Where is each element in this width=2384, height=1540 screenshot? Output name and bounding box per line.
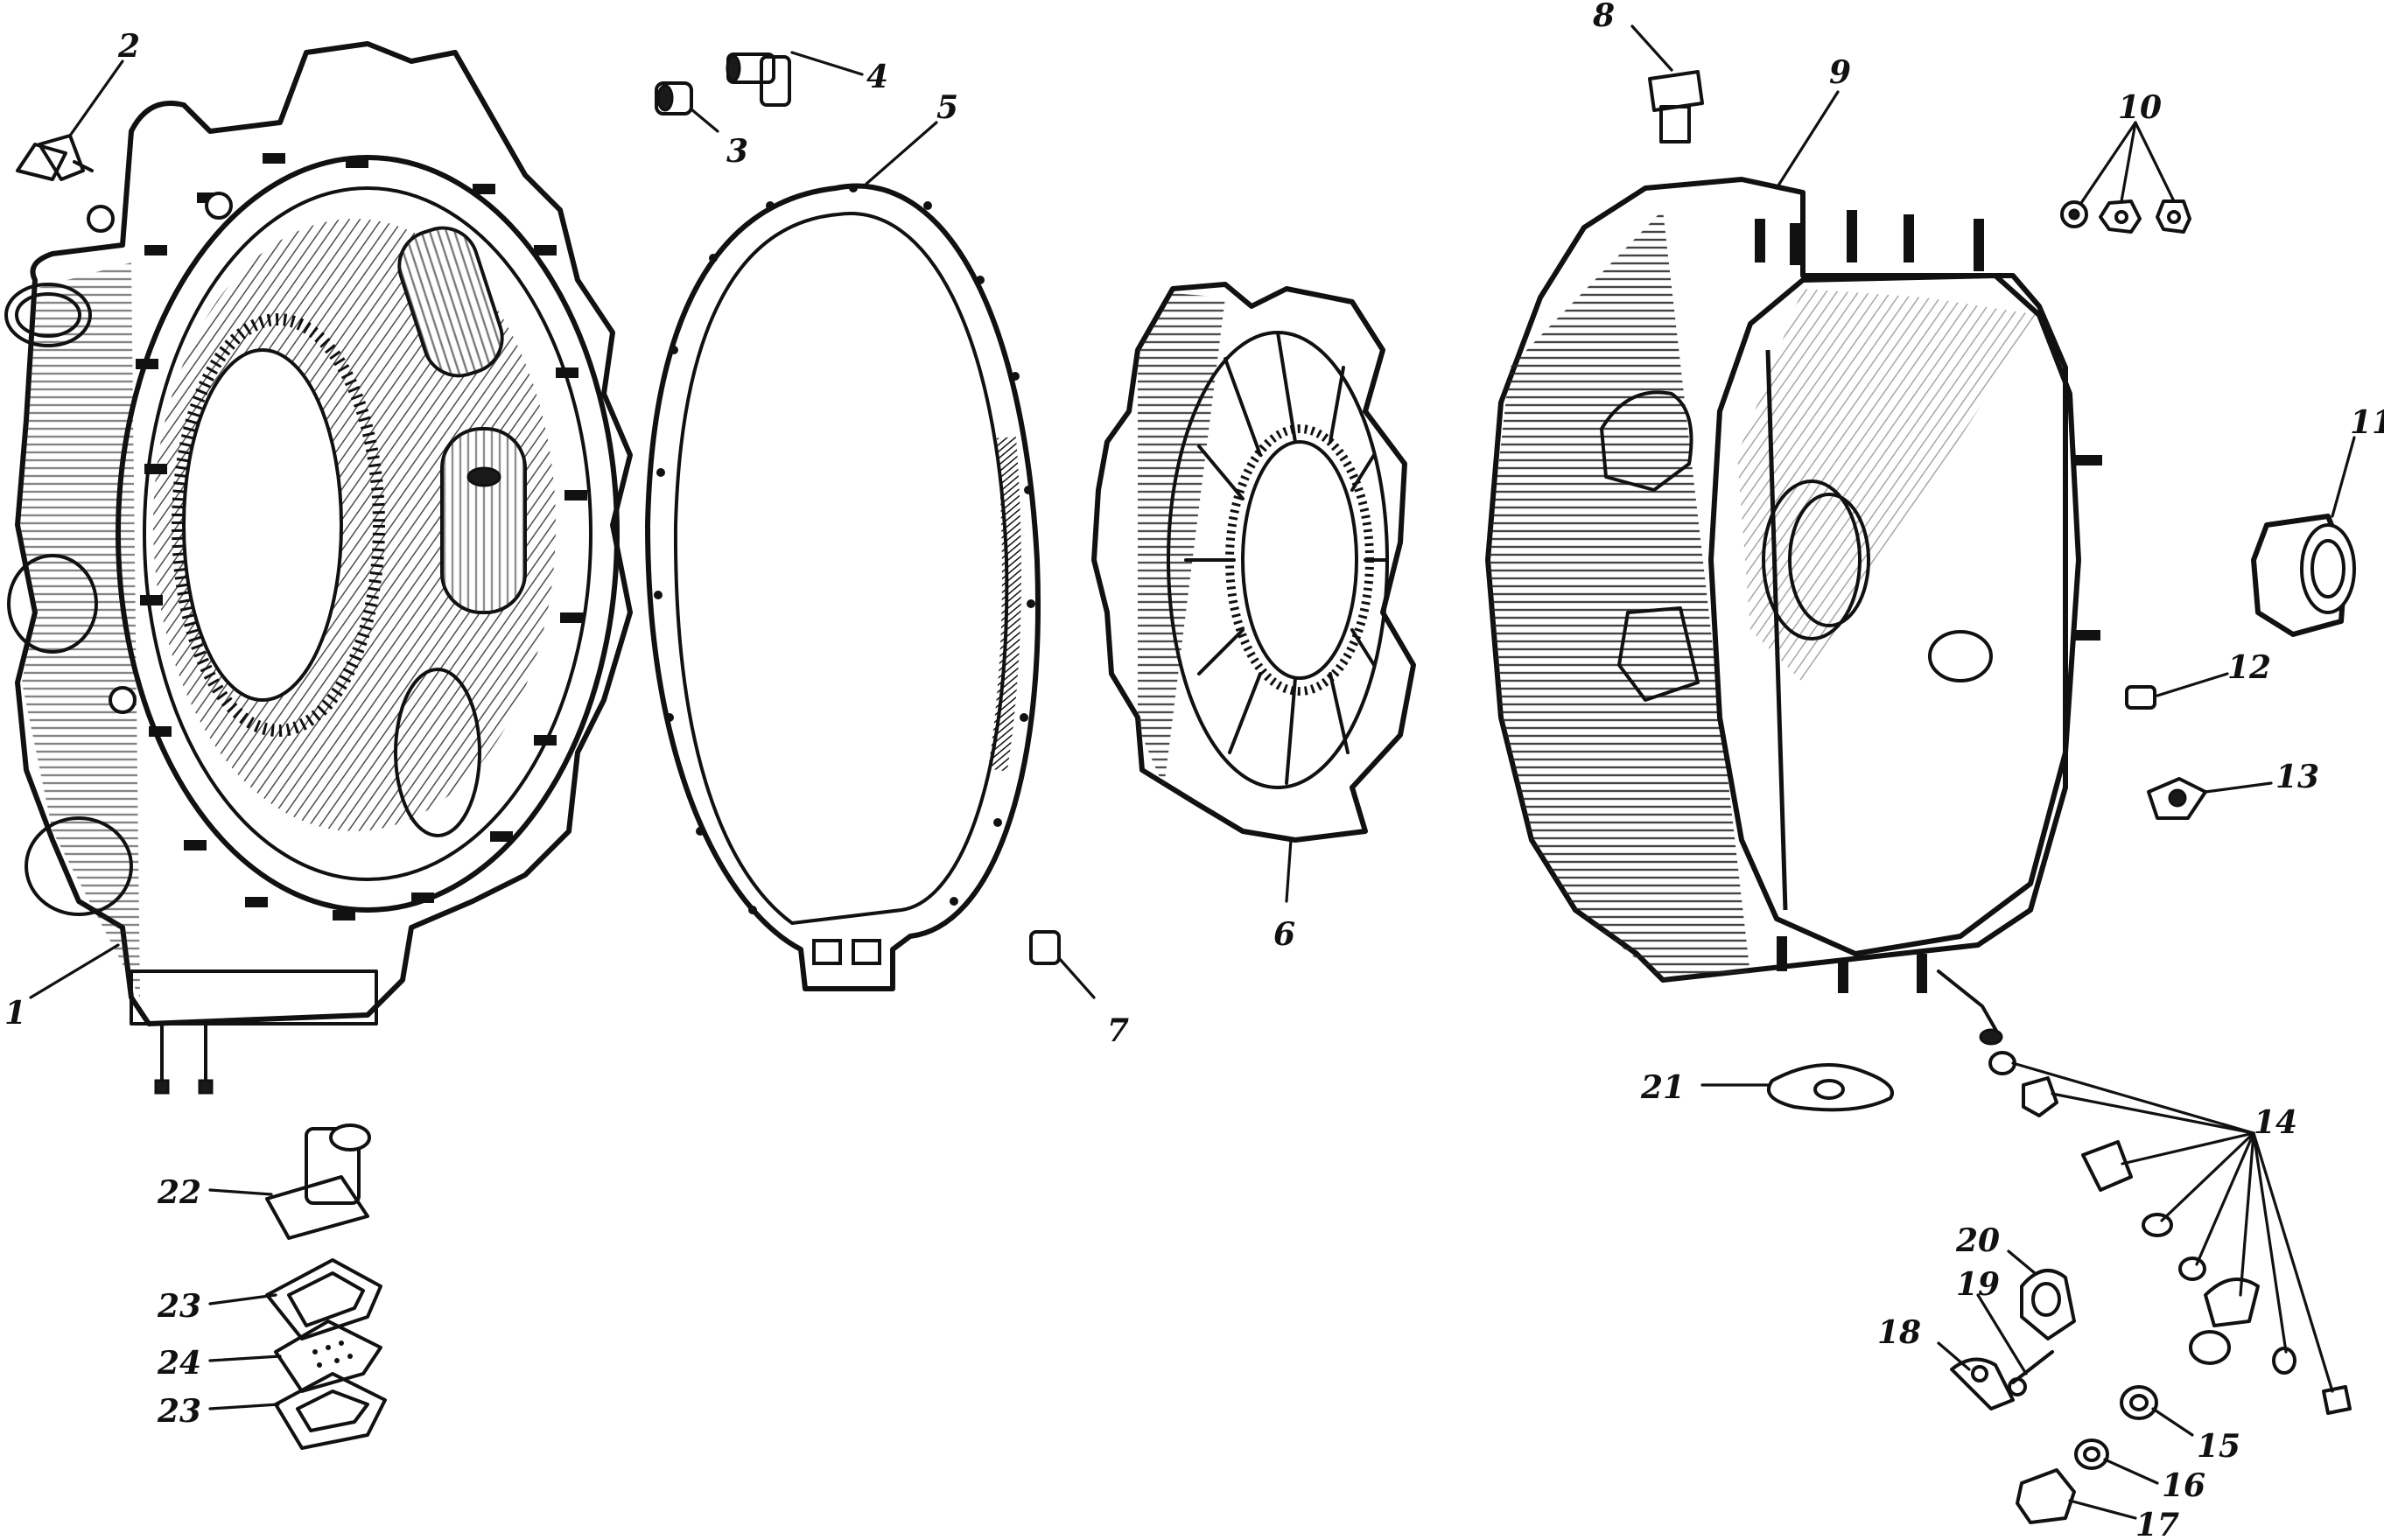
callout-19: 19 bbox=[1956, 1266, 2000, 1303]
washer-part-15 bbox=[2120, 1385, 2158, 1420]
elbow-fitting-part-2 bbox=[16, 134, 94, 181]
callout-10: 10 bbox=[2118, 89, 2162, 126]
diffuser-part-6 bbox=[1091, 282, 1416, 843]
callout-15: 15 bbox=[2197, 1428, 2240, 1465]
callout-12: 12 bbox=[2227, 649, 2271, 686]
callout-5: 5 bbox=[936, 89, 958, 126]
angle-union-part-4 bbox=[726, 52, 791, 107]
callout-23-lower: 23 bbox=[157, 1393, 201, 1430]
washer-part-16 bbox=[2074, 1438, 2109, 1470]
callout-6: 6 bbox=[1273, 916, 1295, 953]
clip-part-19 bbox=[2008, 1350, 2054, 1396]
callout-11: 11 bbox=[2350, 404, 2384, 441]
screen-part-24 bbox=[274, 1320, 382, 1393]
callout-20: 20 bbox=[1955, 1222, 2000, 1259]
callout-24: 24 bbox=[157, 1345, 201, 1382]
callout-18: 18 bbox=[1877, 1314, 1921, 1351]
gasket-upper-part-23 bbox=[265, 1258, 382, 1340]
plug-part-17 bbox=[2016, 1468, 2076, 1524]
callout-13: 13 bbox=[2275, 759, 2319, 795]
gasket-part-21 bbox=[1766, 1063, 1894, 1112]
gasket-lower-part-23 bbox=[274, 1372, 387, 1450]
bolt-part-8 bbox=[1648, 70, 1704, 144]
callout-1: 1 bbox=[4, 995, 26, 1032]
bearing-cap-part-11 bbox=[2251, 514, 2356, 637]
callout-4: 4 bbox=[866, 59, 888, 95]
rear-housing-part-9 bbox=[1485, 177, 2102, 1046]
flange-gasket-part-13 bbox=[2147, 777, 2207, 820]
callout-22: 22 bbox=[157, 1174, 201, 1211]
callout-14: 14 bbox=[2254, 1104, 2297, 1141]
callout-7: 7 bbox=[1107, 1012, 1129, 1049]
plug-part-3 bbox=[655, 81, 693, 116]
leader-lines bbox=[29, 24, 2356, 1520]
inlet-fitting-part-22 bbox=[265, 1124, 371, 1240]
oval-gasket-part-5 bbox=[645, 183, 1041, 991]
clamp-part-20 bbox=[2020, 1269, 2076, 1340]
callout-9: 9 bbox=[1829, 54, 1851, 91]
clamp-part-18 bbox=[1950, 1357, 2015, 1410]
callout-8: 8 bbox=[1592, 0, 1615, 34]
washers-nuts-part-10 bbox=[2060, 200, 2191, 234]
set-screw-part-12 bbox=[2125, 685, 2156, 710]
callout-17: 17 bbox=[2135, 1507, 2179, 1540]
front-housing-part-1 bbox=[4, 41, 633, 1095]
callout-21: 21 bbox=[1640, 1069, 1685, 1106]
nut-part-7 bbox=[1029, 930, 1061, 965]
callout-3: 3 bbox=[726, 133, 748, 170]
callout-16: 16 bbox=[2162, 1467, 2205, 1504]
callout-2: 2 bbox=[117, 28, 140, 65]
callout-23-upper: 23 bbox=[157, 1288, 201, 1325]
callout-labels: 1 2 3 4 5 6 7 8 9 10 11 12 13 14 15 16 1… bbox=[4, 0, 2384, 1540]
